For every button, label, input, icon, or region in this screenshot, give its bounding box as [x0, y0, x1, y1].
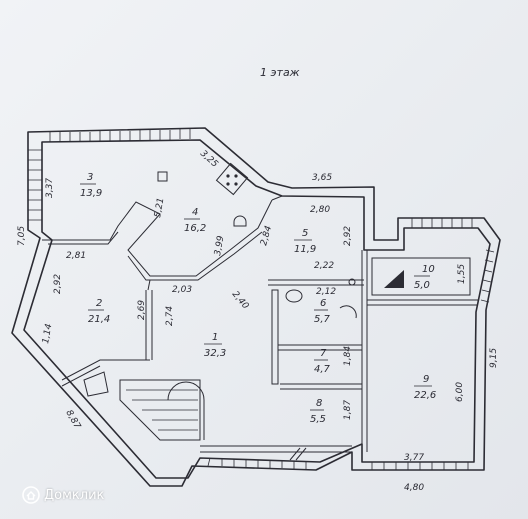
dim-4-80: 4,80	[404, 483, 424, 493]
room-8: 8 5,5	[310, 398, 326, 425]
room-1: 1 32,3	[204, 332, 226, 359]
dim-2-40: 2,40	[230, 290, 251, 312]
svg-text:13,9: 13,9	[80, 188, 102, 199]
dim-9-15: 9,15	[489, 348, 499, 368]
dim-2-92-right: 2,92	[343, 226, 353, 246]
svg-text:5,5: 5,5	[310, 414, 326, 425]
dim-2-22: 2,22	[314, 261, 334, 271]
dim-2-74: 2,74	[165, 306, 175, 326]
room-7: 7 4,7	[314, 348, 331, 375]
dim-3-99: 3,99	[213, 235, 226, 257]
svg-text:32,3: 32,3	[204, 348, 226, 359]
svg-text:3: 3	[87, 172, 93, 183]
dim-3-25: 3,25	[198, 149, 220, 170]
svg-text:4,7: 4,7	[314, 364, 331, 375]
dim-2-12: 2,12	[316, 287, 336, 297]
svg-text:10: 10	[422, 264, 435, 275]
svg-text:5,7: 5,7	[314, 314, 331, 325]
room-4: 4 16,2	[184, 207, 206, 234]
outer-walls	[11, 127, 501, 487]
dim-2-03: 2,03	[172, 285, 192, 295]
room-labels: 3 13,9 4 16,2 5 11,9 2 21,4 1 32,3 6 5,7	[80, 172, 436, 425]
dim-5-21: 5,21	[153, 197, 166, 218]
svg-text:1: 1	[212, 332, 218, 343]
dim-1-14: 1,14	[41, 323, 54, 345]
svg-text:21,4: 21,4	[88, 314, 110, 325]
room-3: 3 13,9	[80, 172, 102, 199]
dim-2-84: 2,84	[259, 225, 274, 247]
svg-text:9: 9	[423, 374, 429, 385]
dim-2-81: 2,81	[66, 251, 86, 261]
dim-8-87: 8,87	[63, 409, 82, 432]
dim-2-69: 2,69	[137, 300, 147, 320]
svg-text:4: 4	[192, 207, 198, 218]
room-5: 5 11,9	[294, 228, 316, 255]
svg-text:5,0: 5,0	[414, 280, 430, 291]
interior-walls	[42, 195, 478, 452]
domclick-logo-icon	[22, 486, 40, 504]
svg-text:11,9: 11,9	[294, 244, 316, 255]
domclick-watermark: Домклик	[22, 486, 104, 504]
dim-7-05: 7,05	[17, 226, 27, 246]
room-2: 2 21,4	[88, 298, 110, 325]
dim-1-55: 1,55	[457, 264, 467, 284]
svg-text:7: 7	[320, 348, 327, 359]
watermark-text: Домклик	[44, 487, 105, 503]
floor-title: 1 этаж	[260, 66, 300, 79]
svg-text:6: 6	[320, 298, 326, 309]
dim-1-84: 1,84	[343, 346, 353, 366]
dim-6-00: 6,00	[455, 382, 465, 402]
room-9: 9 22,6	[414, 374, 436, 401]
room-10: 10 5,0	[414, 264, 435, 291]
svg-text:5: 5	[302, 228, 308, 239]
dim-3-65: 3,65	[312, 173, 332, 183]
svg-text:8: 8	[316, 398, 322, 409]
svg-text:16,2: 16,2	[184, 223, 206, 234]
room-6: 6 5,7	[314, 298, 331, 325]
dim-3-77: 3,77	[404, 453, 424, 463]
svg-text:22,6: 22,6	[414, 390, 436, 401]
dim-1-87: 1,87	[343, 400, 353, 420]
svg-text:2: 2	[96, 298, 102, 309]
dim-2-80: 2,80	[310, 205, 330, 215]
fixtures	[83, 162, 404, 461]
dim-3-37: 3,37	[45, 178, 55, 198]
dim-2-92-left: 2,92	[53, 274, 63, 294]
